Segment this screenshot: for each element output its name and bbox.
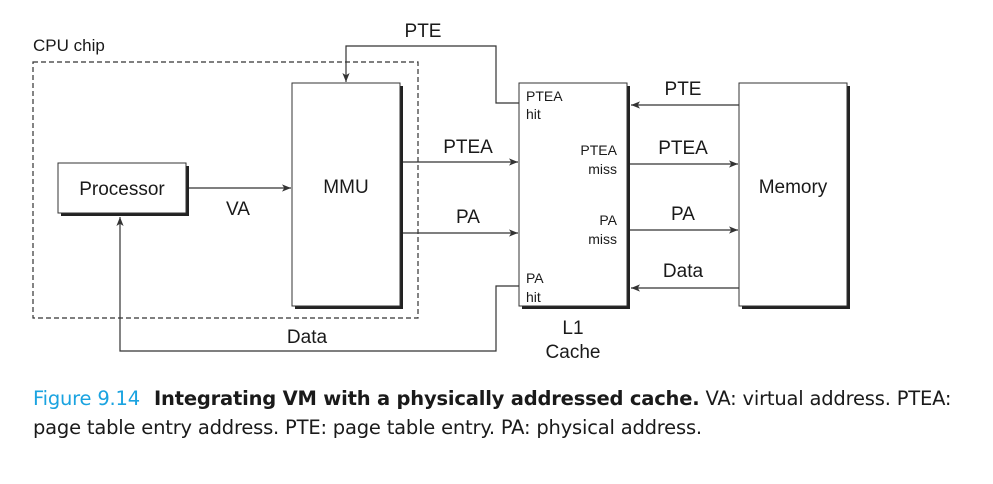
edge-l1-processor-data-label: Data (287, 327, 328, 348)
figure-description: VA: virtual address. PTEA: page table en… (33, 387, 952, 439)
memory-label: Memory (759, 177, 828, 198)
l1-cache-node: PTEA hit PTEA miss PA miss PA hit L1 Cac… (518, 82, 630, 363)
l1-pa-hit-label-2: hit (526, 289, 541, 305)
edge-memory-l1-pte-label: PTE (665, 79, 702, 100)
edge-mmu-l1-pa-label: PA (456, 207, 480, 228)
mmu-node: MMU (291, 82, 403, 309)
l1-cache-label-1: L1 (562, 318, 583, 339)
edge-l1-memory-ptea-label: PTEA (658, 138, 708, 159)
l1-ptea-miss-label-1: PTEA (580, 142, 617, 158)
l1-ptea-miss-label-2: miss (588, 161, 617, 177)
figure-title: Integrating VM with a physically address… (153, 387, 700, 410)
l1-pa-hit-label-1: PA (526, 270, 544, 286)
mmu-label: MMU (323, 177, 368, 198)
edge-l1-memory-pa-label: PA (671, 204, 695, 225)
figure-caption: Figure 9.14 Integrating VM with a physica… (33, 384, 983, 442)
memory-node: Memory (738, 82, 850, 309)
l1-ptea-hit-label-2: hit (526, 106, 541, 122)
edge-l1-mmu-pte-arrow (342, 45, 519, 104)
cpu-chip-container: CPU chip (32, 36, 419, 319)
figure-number: Figure 9.14 (33, 387, 140, 410)
l1-ptea-hit-label-1: PTEA (526, 88, 563, 104)
edge-memory-l1-data-label: Data (663, 261, 704, 282)
processor-label: Processor (79, 179, 165, 200)
edge-l1-processor-data-arrow (116, 217, 519, 352)
l1-pa-miss-label-2: miss (588, 231, 617, 247)
edge-mmu-l1-ptea-label: PTEA (443, 137, 493, 158)
cpu-chip-label: CPU chip (33, 36, 105, 55)
l1-pa-miss-label-1: PA (599, 212, 617, 228)
processor-node: Processor (57, 162, 189, 216)
vm-cache-diagram: CPU chip Processor MMU PTEA hit PTEA mis… (32, 21, 850, 363)
edge-va-label: VA (226, 199, 250, 220)
edge-l1-mmu-pte-label: PTE (405, 21, 442, 42)
l1-cache-label-2: Cache (546, 342, 601, 363)
